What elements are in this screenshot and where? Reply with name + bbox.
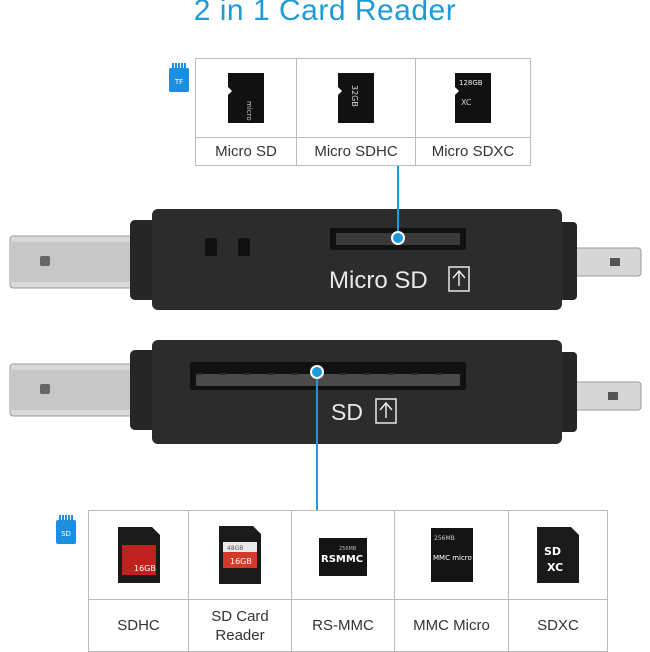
card-image-area: 16GB [89,511,188,600]
card-label: Micro SD [215,143,277,160]
micro-sdhc-card-icon: 32GB [338,73,374,123]
svg-text:SD: SD [544,545,561,558]
card-image-area: 128GB XC [416,59,530,138]
card-image-area: 48GB 16GB [189,511,291,600]
svg-text:XC: XC [547,561,563,574]
card-image-area: SD XC [509,511,607,600]
micro-sd-card-icon: micro [228,73,264,123]
sd-tag-icon: SD [56,515,76,544]
card-label: Micro SDXC [431,143,515,160]
card-cell-sdxc: SD XC SDXC [509,511,607,651]
reader-body-top [152,209,562,310]
tf-tag-label: TF [174,78,184,86]
mmc-micro-card-text: MMC micro [433,554,472,562]
svg-text:XC: XC [461,98,472,107]
mmc-micro-card-text-secondary: 256MB [434,535,455,542]
sd-tag-label: SD [61,530,71,538]
micro-sdxc-card-icon: 128GB XC [455,73,491,123]
card-image-area: micro [196,59,296,138]
card-label: SDXC [537,617,579,634]
card-label: Micro SDHC [314,143,398,160]
micro-usb-connector-top [565,247,642,277]
sd-slot [190,362,466,390]
rs-mmc-card-text-secondary: 256MB [339,546,357,552]
card-label: MMC Micro [413,617,490,634]
card-cell-mmc-micro: 256MB MMC micro MMC Micro [395,511,509,651]
card-label: SDHC [117,617,160,634]
insert-arrow-icon [448,266,470,292]
micro-sd-slot-label: Micro SD [329,267,428,294]
usb-a-connector-bottom [9,363,149,417]
sdxc-card-icon: SD XC [537,527,579,583]
card-cell-rs-mmc: RSMMC 256MB RS-MMC [292,511,395,651]
svg-text:micro: micro [245,101,253,121]
micro-usb-connector-bottom [565,381,642,411]
usb-a-connector-top [9,235,149,289]
card-cell-micro-sdhc: 32GB Micro SDHC [297,59,416,165]
card-cell-micro-sdxc: 128GB XC Micro SDXC [416,59,530,165]
card-image-area: RSMMC 256MB [292,511,394,600]
card-cell-sdhc: 16GB SDHC [89,511,189,651]
rs-mmc-card-icon: RSMMC 256MB [319,538,367,576]
micro-sdhc-card-text: 32GB [350,85,359,107]
micro-card-table: micro Micro SD 32GB Micro SDHC 128GB XC … [195,58,531,166]
mmc-micro-card-icon: 256MB MMC micro [430,528,473,582]
sd-card-text: 16GB [230,557,252,566]
sd-card-text-secondary: 48GB [227,545,243,552]
card-image-area: 256MB MMC micro [395,511,508,600]
sd-pointer-dot [310,365,324,379]
rs-mmc-card-text: RSMMC [321,554,363,565]
card-label: RS-MMC [312,617,374,634]
micro-sd-slot [330,228,466,250]
card-cell-micro-sd: micro Micro SD [196,59,297,165]
micro-sd-pointer-dot [391,231,405,245]
sd-slot-label: SD [331,399,363,425]
sdhc-card-icon: 16GB [117,527,160,583]
sd-card-icon: 48GB 16GB [219,526,261,584]
page-title: 2 in 1 Card Reader [193,0,457,27]
insert-arrow-icon [375,398,397,424]
tf-tag-icon: TF [169,63,189,92]
micro-sdxc-card-text: 128GB [459,79,483,87]
reader-body-bottom [152,340,562,444]
card-image-area: 32GB [297,59,415,138]
sdhc-card-text: 16GB [134,564,156,573]
